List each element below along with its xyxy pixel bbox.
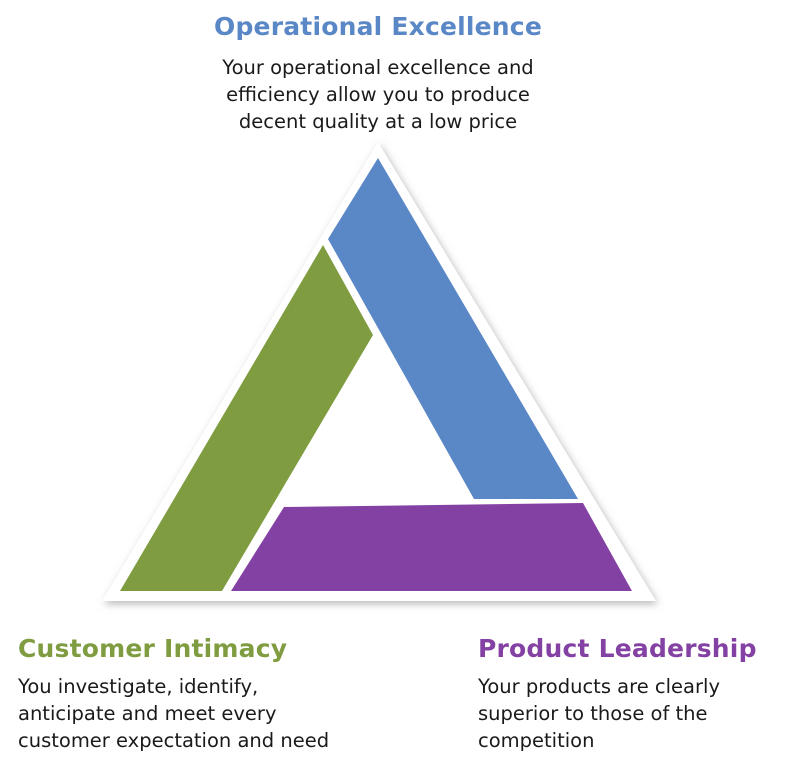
description-line: Your products are clearly [478, 675, 720, 698]
operational-excellence-title: Operational Excellence [214, 12, 542, 41]
description-line: efficiency allow you to produce [226, 83, 530, 106]
product-leadership-band [231, 503, 632, 591]
customer-intimacy-title: Customer Intimacy [18, 634, 288, 663]
operational-excellence-description: Your operational excellence and efficien… [0, 54, 756, 135]
product-leadership-description: Your products are clearly superior to th… [478, 673, 720, 754]
operational-excellence-band [328, 158, 578, 499]
description-line: decent quality at a low price [238, 110, 518, 133]
description-line: You investigate, identify, [18, 675, 259, 698]
description-line: Your operational excellence and [222, 56, 534, 79]
description-line: customer expectation and need [18, 729, 330, 752]
description-line: competition [478, 729, 595, 752]
product-leadership-title: Product Leadership [478, 634, 757, 663]
customer-intimacy-band [120, 245, 373, 591]
customer-intimacy-description: You investigate, identify, anticipate an… [18, 673, 329, 754]
description-line: superior to those of the [478, 702, 708, 725]
description-line: anticipate and meet every [18, 702, 277, 725]
